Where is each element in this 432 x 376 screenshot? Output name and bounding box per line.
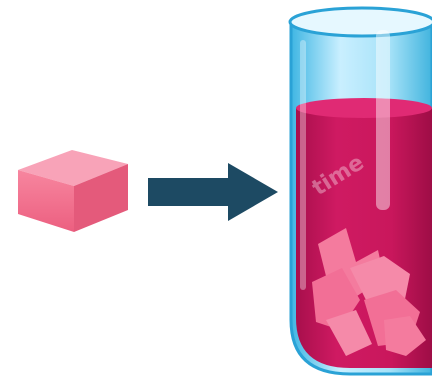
test-tube-icon xyxy=(290,8,432,374)
right-arrow-icon xyxy=(148,163,278,221)
pink-cube-icon xyxy=(18,150,128,232)
